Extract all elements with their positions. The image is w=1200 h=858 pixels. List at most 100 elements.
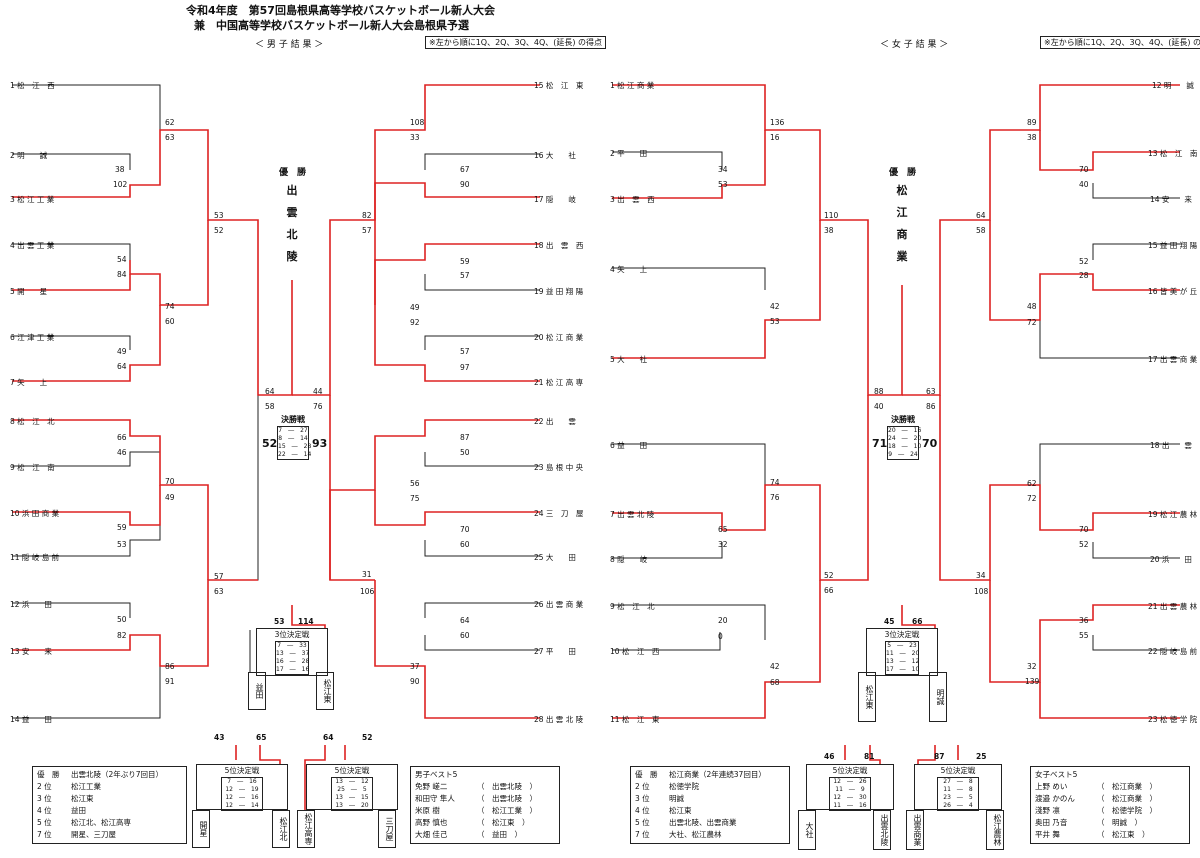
team-name: 9 松 江 北 [610,602,655,611]
champion-char: 商 [896,228,908,241]
fifth-score: 52 [362,733,373,742]
score: 64 [265,387,275,396]
team-name: 17 出 雲 商 業 [1148,355,1198,364]
score: 53 [718,180,728,189]
best5-row: 和田守 隼人（ 出雲北陵 ） [415,794,537,803]
champion-char: 業 [896,250,908,263]
score: 76 [313,402,323,411]
quarter-row: 13 ― 12 [335,778,369,785]
third-label: 3位決定戦 [274,630,310,639]
champion-char: 出 [286,184,298,197]
fifth-score: 87 [934,752,945,761]
boys-results-table: 優 勝出雲北陵（2年ぶり7回目） 2 位松江工業 3 位松江東 4 位益田 5 … [32,766,187,844]
team-name: 4 矢 上 [610,265,648,274]
quarter-row: 8 ― 14 [278,435,308,442]
quarter-row: 5 ― 23 [887,642,917,649]
score: 46 [117,448,127,457]
score: 64 [117,362,127,371]
score: 42 [770,662,780,671]
score: 74 [770,478,780,487]
fifth-label: 5位決定戦 [832,766,868,775]
quarter-row: 25 ― 5 [337,786,367,793]
fifth-label: 5位決定戦 [224,766,260,775]
team-name: 24 三 刀 屋 [534,509,584,518]
team-name: 8 松 江 北 [10,417,55,426]
team-name: 15 益 田 翔 陽 [1148,241,1198,250]
score: 110 [824,211,839,220]
result-row: 4 位益田 [37,806,86,815]
quarter-row: 24 ― 20 [888,435,922,442]
team-name: 2 明 誠 [10,151,48,160]
score: 40 [874,402,884,411]
boys-champion-name: 出 雲 北 陵 [285,180,299,268]
girls-fifth-box-1: 5位決定戦 12 ― 26 11 ― 9 12 ― 30 11 ― 16 [806,764,894,811]
team-name: 3 松 江 工 業 [10,195,55,204]
score: 89 [1027,118,1037,127]
team-name: 13 安 来 [10,647,52,656]
quarter-row: 7 ― 16 [227,778,257,785]
best5-title: 男子ベスト5 [415,770,458,779]
score: 49 [165,493,175,502]
score: 72 [1027,494,1037,503]
team-name: 21 出 雲 農 林 [1148,602,1198,611]
score: 70 [460,525,470,534]
score: 62 [165,118,175,127]
quarter-row: 16 ― 28 [276,658,310,665]
team-name: 1 松 江 西 [10,81,55,90]
score: 56 [410,479,420,488]
quarter-row: 20 ― 16 [888,427,922,434]
girls-final-quarters: 20 ― 16 24 ― 20 18 ― 10 9 ― 24 [887,426,922,460]
boys-champion-label: 優 勝 [279,168,307,178]
fifth-quarters: 27 ― 8 11 ― 8 23 ― 5 26 ― 4 [937,777,979,811]
score: 33 [410,133,420,142]
score: 63 [926,387,936,396]
score: 70 [165,477,175,486]
girls-third-place-box: 3位決定戦 5 ― 23 11 ― 20 13 ― 12 17 ― 10 [866,628,938,676]
score: 52 [214,226,224,235]
score: 65 [718,525,728,534]
best5-row: 平井 舞（ 松江東 ） [1035,830,1150,839]
fifth-label: 5位決定戦 [940,766,976,775]
score: 28 [1079,271,1089,280]
fifth-score: 81 [864,752,875,761]
team-name: 22 出 雲 [534,417,576,426]
result-row: 5 位出雲北陵、出雲商業 [635,818,737,827]
team-name: 7 出 雲 北 陵 [610,510,655,519]
fifth-team: 出雲商業 [906,810,924,850]
fifth-score: 25 [976,752,987,761]
score: 63 [214,587,224,596]
third-team: 松江東 [858,672,876,722]
score: 44 [313,387,323,396]
team-name: 5 大 社 [610,355,648,364]
fifth-team: 松江農林 [986,810,1004,850]
team-name: 21 松 江 高 専 [534,378,584,387]
boys-third-place-box: 3位決定戦 7 ― 33 13 ― 37 16 ― 28 17 ― 16 [256,628,328,676]
team-name: 11 隠 岐 島 前 [10,553,60,562]
score: 57 [214,572,224,581]
boys-score-note: ※左から順に1Q、2Q、3Q、4Q、(延長) の得点 [425,36,607,49]
champion-char: 雲 [286,206,298,219]
team-name: 6 益 田 [610,441,648,450]
team-name: 4 出 雲 工 業 [10,241,55,250]
score: 50 [117,615,127,624]
quarter-row: 7 ― 27 [278,427,308,434]
best5-title: 女子ベスト5 [1035,770,1078,779]
score: 32 [1027,662,1037,671]
third-score-left: 53 [274,617,285,626]
team-name: 25 大 田 [534,553,576,562]
quarter-row: 13 ― 15 [335,794,369,801]
score: 59 [460,257,470,266]
best5-row: 淺野 凛（ 松徳学院 ） [1035,806,1157,815]
best5-row: 奥田 乃音（ 明誠 ） [1035,818,1142,827]
score: 53 [214,211,224,220]
score: 66 [117,433,127,442]
score: 74 [165,302,175,311]
quarter-row: 9 ― 24 [888,451,918,458]
fifth-score: 43 [214,733,225,742]
team-name: 19 益 田 翔 陽 [534,287,584,296]
quarter-row: 26 ― 4 [943,802,973,809]
score: 53 [117,540,127,549]
girls-fifth-box-2: 5位決定戦 27 ― 8 11 ― 8 23 ― 5 26 ― 4 [914,764,1002,811]
fifth-team: 出雲北陵 [873,810,891,850]
